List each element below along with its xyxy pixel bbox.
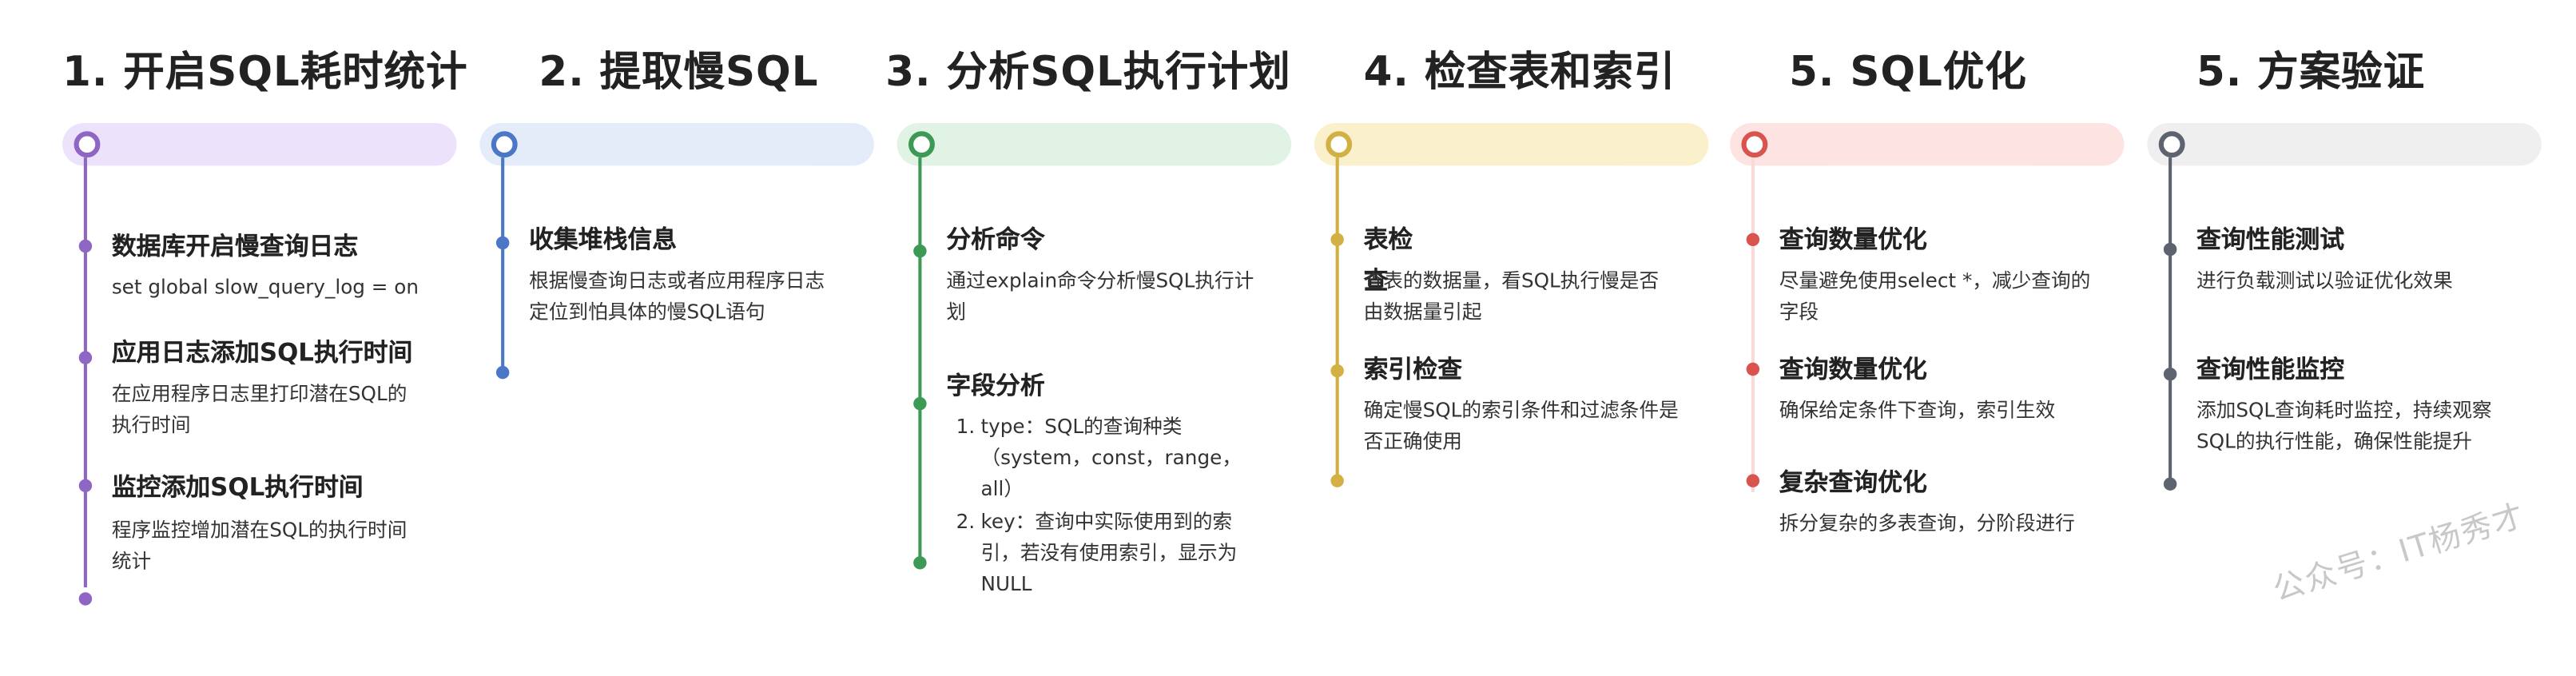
- list-line: NULL: [980, 572, 1032, 596]
- column-4-dot-1: [1330, 233, 1344, 247]
- column-6-title: 5. 方案验证: [2196, 47, 2426, 96]
- item-heading: 索引检查: [1363, 354, 1462, 384]
- column-2-dot-1: [495, 236, 510, 250]
- column-3-bar: [896, 123, 1292, 166]
- column-2-dot-end: [495, 365, 510, 380]
- column-4-bar: [1314, 123, 1709, 166]
- column-1-line: [83, 157, 87, 588]
- column-5-dot-3: [1746, 474, 1760, 487]
- list-line: all）: [980, 477, 1024, 501]
- column-3-dot-2: [913, 396, 927, 411]
- item-desc: 执行时间: [111, 413, 191, 437]
- column-3-line: [918, 157, 922, 559]
- column-4-dot-end: [1330, 474, 1344, 487]
- column-6: 5. 方案验证 查询性能测试 进行负载测试以验证优化效果 查询性能监控 添加SQ…: [2147, 0, 2545, 676]
- column-2-ring-icon: [491, 131, 518, 158]
- item-desc: 拆分复杂的多表查询，分阶段进行: [1779, 511, 2075, 535]
- column-1-dot-1: [78, 239, 93, 253]
- list-number: 2.: [956, 510, 976, 534]
- item-heading: 监控添加SQL执行时间: [111, 472, 364, 503]
- list-line: key：查询中实际使用到的索: [980, 510, 1233, 534]
- item-heading: 查询性能测试: [2196, 225, 2345, 255]
- item-heading: 收集堆栈信息: [529, 225, 678, 255]
- item-heading: 分析命令: [946, 225, 1045, 255]
- column-1-dot-end: [78, 592, 93, 606]
- item-desc: 确保给定条件下查询，索引生效: [1779, 398, 2056, 422]
- column-5-title: 5. SQL优化: [1789, 47, 2027, 96]
- column-6-bar: [2147, 123, 2542, 166]
- column-3: 3. 分析SQL执行计划 分析命令 通过explain命令分析慢SQL执行计 划…: [885, 0, 1295, 676]
- item-desc: 确定慢SQL的索引条件和过滤条件是: [1363, 398, 1679, 422]
- item-heading: 查询数量优化: [1779, 225, 1927, 255]
- item-desc: 由数据量引起: [1363, 300, 1482, 324]
- column-3-ring-icon: [908, 131, 935, 158]
- list-line: type：SQL的查询种类: [980, 415, 1183, 439]
- column-2-bar: [479, 123, 874, 166]
- item-heading: 表检: [1363, 225, 1413, 255]
- column-5-dot-2: [1746, 362, 1760, 376]
- list-number: 1.: [956, 415, 976, 439]
- column-6-ring-icon: [2158, 131, 2185, 158]
- item-desc: 字段: [1779, 300, 1819, 324]
- column-5-line: [1751, 157, 1755, 493]
- column-4-ring-icon: [1326, 131, 1353, 158]
- item-desc: set global slow_query_log = on: [111, 275, 419, 299]
- item-desc: 定位到怕具体的慢SQL语句: [529, 300, 765, 324]
- item-desc: SQL的执行性能，确保性能提升: [2196, 429, 2472, 453]
- item-heading-wrap: 查: [1363, 265, 1389, 296]
- column-4: 4. 检查表和索引 表检 查 查表的数据量，看SQL执行慢是否 由数据量引起 索…: [1314, 0, 1712, 676]
- column-1-dot-3: [78, 479, 93, 493]
- column-4-line: [1335, 157, 1339, 479]
- item-desc: 通过explain命令分析慢SQL执行计: [946, 268, 1254, 292]
- column-2-line: [501, 157, 505, 368]
- column-6-line: [2169, 157, 2173, 483]
- column-4-title: 4. 检查表和索引: [1363, 47, 1676, 96]
- item-desc: 进行负载测试以验证优化效果: [2196, 268, 2453, 292]
- item-heading: 复杂查询优化: [1779, 467, 1927, 498]
- item-heading: 字段分析: [946, 371, 1045, 401]
- column-1-dot-2: [78, 351, 93, 364]
- column-2: 2. 提取慢SQL 收集堆栈信息 根据慢查询日志或者应用程序日志 定位到怕具体的…: [479, 0, 877, 676]
- column-4-dot-2: [1330, 364, 1344, 378]
- item-heading: 查询数量优化: [1779, 354, 1927, 384]
- item-heading: 查询性能监控: [2196, 354, 2345, 384]
- column-6-dot-end: [2163, 477, 2177, 491]
- column-3-dot-end: [913, 556, 927, 570]
- column-1-ring-icon: [74, 131, 101, 158]
- column-3-dot-1: [913, 244, 927, 258]
- column-5-ring-icon: [1741, 131, 1768, 158]
- item-desc: 添加SQL查询耗时监控，持续观察: [2196, 398, 2492, 422]
- column-2-title: 2. 提取慢SQL: [539, 47, 819, 96]
- item-desc: 否正确使用: [1363, 429, 1462, 453]
- item-heading: 应用日志添加SQL执行时间: [111, 338, 413, 368]
- column-5: 5. SQL优化 查询数量优化 尽量避免使用select *，减少查询的 字段 …: [1730, 0, 2128, 676]
- item-desc: 在应用程序日志里打印潜在SQL的: [111, 382, 407, 406]
- item-desc: 尽量避免使用select *，减少查询的: [1779, 268, 2091, 292]
- column-5-bar: [1730, 123, 2125, 166]
- item-desc: 统计: [111, 549, 152, 573]
- item-desc: 根据慢查询日志或者应用程序日志: [529, 268, 825, 292]
- item-desc: 划: [946, 300, 967, 324]
- list-line: 引，若没有使用索引，显示为: [980, 541, 1238, 565]
- column-5-dot-1: [1746, 233, 1760, 247]
- column-1-title: 1. 开启SQL耗时统计: [62, 47, 468, 96]
- column-6-dot-2: [2163, 367, 2177, 381]
- list-line: （system，const，range，: [980, 446, 1242, 470]
- column-6-dot-1: [2163, 242, 2177, 256]
- column-3-title: 3. 分析SQL执行计划: [885, 47, 1291, 96]
- item-desc: 查表的数据量，看SQL执行慢是否: [1363, 268, 1660, 292]
- item-desc: 程序监控增加潜在SQL的执行时间: [111, 518, 407, 542]
- column-1: 1. 开启SQL耗时统计 数据库开启慢查询日志 set global slow_…: [62, 0, 467, 676]
- item-heading: 数据库开启慢查询日志: [111, 231, 359, 261]
- column-1-bar: [62, 123, 457, 166]
